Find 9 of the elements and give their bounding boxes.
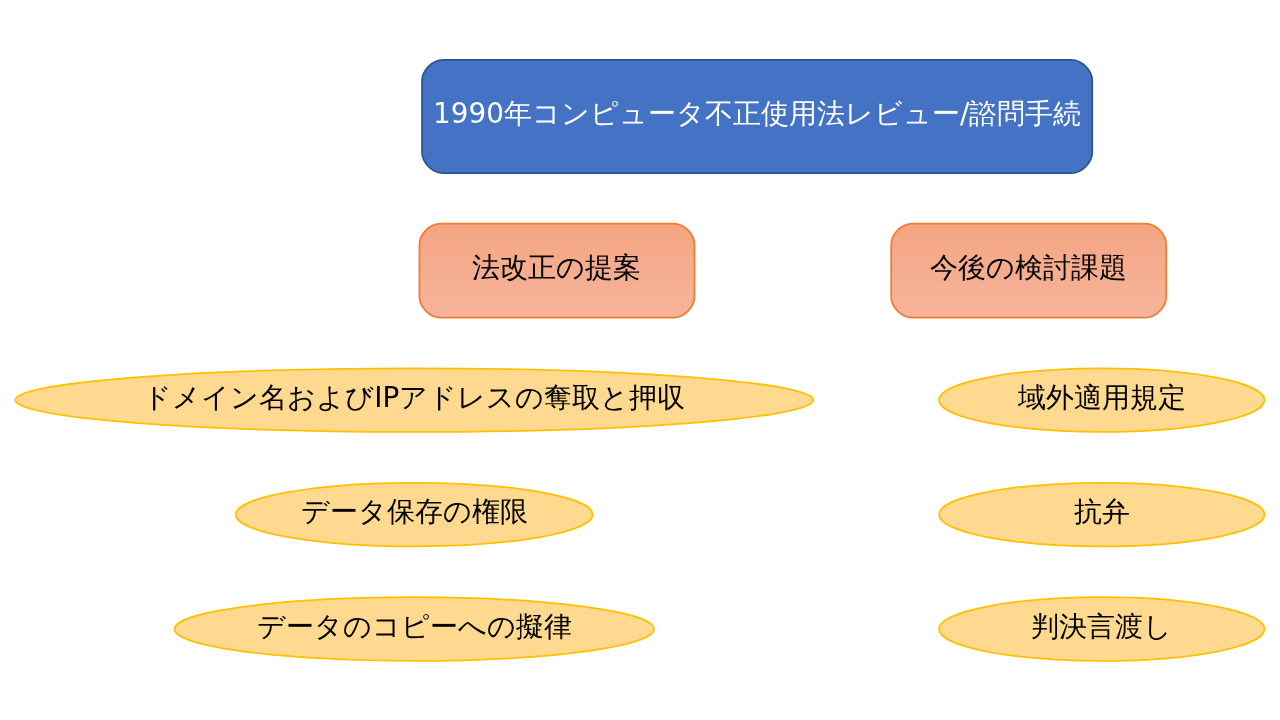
node-ellipse: 判決言渡し bbox=[938, 595, 1266, 662]
node-box: 1990年コンピュータ不正使用法レビュー/諮問手続 bbox=[421, 58, 1094, 174]
node-box: 法改正の提案 bbox=[418, 222, 696, 318]
node-ellipse: データ保存の権限 bbox=[234, 481, 594, 547]
node-ellipse: 抗弁 bbox=[938, 481, 1266, 547]
node-ellipse: ドメイン名およびIPアドレスの奪取と押収 bbox=[14, 366, 815, 433]
node-box: 今後の検討課題 bbox=[890, 222, 1168, 318]
node-ellipse: データのコピーへの擬律 bbox=[173, 595, 655, 662]
node-ellipse: 域外適用規定 bbox=[938, 366, 1266, 433]
